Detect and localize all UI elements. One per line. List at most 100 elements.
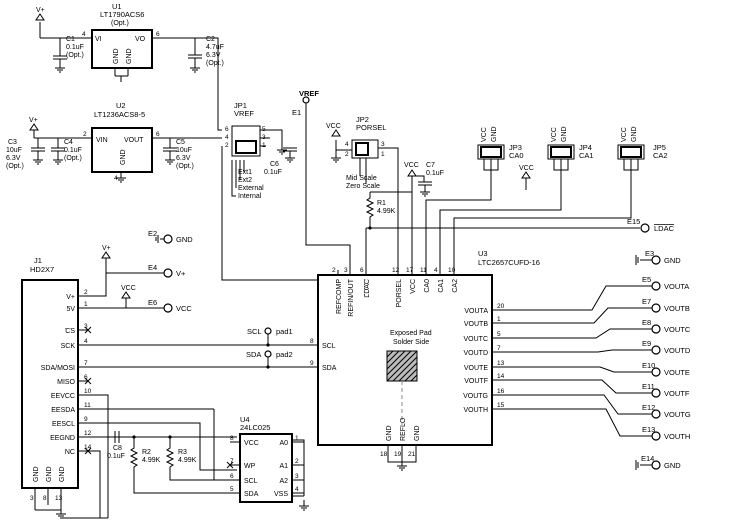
vout-terminals: E5VOUTAE7VOUTBE8VOUTCE9VOUTDE10VOUTEE11V… (492, 275, 691, 441)
u3-top-num: 4 (434, 267, 438, 274)
j1-bnum-2: 8 (43, 495, 47, 502)
u4-ref: U4 (240, 415, 250, 424)
j1-bnum-3: 13 (55, 495, 63, 502)
j1-pin-num: 6 (84, 374, 88, 381)
j1-pin-num: 11 (84, 402, 91, 409)
jp1-opt-internal: Internal (238, 193, 262, 200)
j1-pin-num: 1 (84, 301, 88, 308)
u3-top-label: PORSEL (396, 279, 403, 308)
u3-bottom-num: 19 (394, 451, 402, 458)
jp2-p3: 3 (381, 141, 385, 148)
svg-text:VCC: VCC (481, 127, 488, 142)
u4-part: 24LC025 (240, 423, 270, 432)
u2-p6: 6 (156, 131, 160, 138)
j1-part: HD2X7 (30, 265, 54, 274)
u3-top-label: CA2 (452, 279, 459, 293)
e14-ref: E14 (641, 454, 654, 463)
u1-gnd2: GND (126, 48, 133, 64)
u1-vo: VO (135, 36, 146, 43)
u1-vplus: V+ (36, 7, 45, 14)
e4-ref: E4 (148, 263, 157, 272)
jp2-opt-zero: Zero Scale (346, 183, 380, 190)
vout-terminal (651, 409, 661, 419)
vref-label: VREF (299, 89, 319, 98)
u3-right-num: 16 (497, 388, 505, 395)
u3-top-num: 10 (448, 267, 456, 274)
j1-pin-label: 5V (66, 306, 75, 313)
u4-left-label: SCL (244, 478, 258, 485)
j1-pin-label: V+ (66, 294, 75, 301)
vout-terminal (651, 345, 661, 355)
vout-ref: E11 (642, 382, 655, 391)
jp4-jumper: VCC GND JP4 CA1 (547, 126, 594, 160)
j1-pin-label: EEVCC (51, 393, 75, 400)
j1-pin-label: NC (65, 449, 75, 456)
u1-vi: VI (95, 36, 102, 43)
j1-gnd-2: GND (46, 466, 53, 482)
c8-ref: C8 (113, 445, 122, 452)
c6-ref: C6 (270, 161, 279, 168)
r2-ref: R2 (142, 449, 151, 456)
u4-right-num: 2 (295, 458, 299, 465)
u4-left-num: 5 (230, 486, 234, 493)
u3-vcc-net: VCC (404, 162, 419, 169)
r3-ref: R3 (178, 449, 187, 456)
u3-top-label: VCC (410, 279, 417, 294)
u3-right-label: VOUTF (464, 378, 488, 385)
u3-bottom-num: 21 (408, 451, 416, 458)
jp4-ref: JP4 (579, 143, 592, 152)
j1-pin-label: EESCL (52, 421, 75, 428)
u4-left-num: 7 (230, 458, 234, 465)
vout-net: VOUTD (664, 346, 691, 355)
u3-pad-2: Solder Side (393, 339, 429, 346)
j1-pin-num: 12 (84, 430, 92, 437)
j1-pin-num: 10 (84, 388, 92, 395)
c5-opt: (Opt.) (176, 163, 194, 170)
u3-right-num: 15 (497, 402, 505, 409)
u3-bottom-label: GND (414, 425, 421, 441)
svg-text:2: 2 (225, 142, 229, 149)
e3-net: GND (664, 256, 681, 265)
u3-top-num: 12 (392, 267, 400, 274)
u3-left-num: 9 (310, 360, 314, 367)
u1-p6: 6 (156, 31, 160, 38)
jp3-jumper: VCC GND JP3 CA0 (477, 126, 524, 160)
c5-ref: C5 (176, 139, 185, 146)
u3-top-num: 11 (420, 267, 427, 274)
u4-right-label: A0 (279, 440, 288, 447)
jp2-jumper: JP2 PORSEL 4 2 3 1 Mid Scale Zero Scale (345, 115, 386, 190)
vout-net: VOUTB (664, 304, 690, 313)
vout-ref: E7 (642, 297, 651, 306)
u3-top-num: 6 (360, 267, 364, 274)
u3-right-label: VOUTA (464, 308, 488, 315)
u3-part: LTC2657CUFD-16 (478, 258, 540, 267)
u1-part: LT1790ACS6 (100, 10, 144, 19)
vout-net: VOUTF (664, 389, 690, 398)
u4-left-label: SDA (244, 491, 259, 498)
r2-val: 4.99K (142, 457, 161, 464)
u4-eeprom: U4 24LC025 (239, 415, 293, 503)
u4-right-label: A2 (279, 478, 288, 485)
j1-pin-num: 7 (84, 360, 88, 367)
c2-v: 6.3V (206, 52, 221, 59)
u2-vplus: V+ (29, 117, 38, 124)
u3-top-label: CA0 (424, 279, 431, 293)
j1-pins: V+25V1CS3SCK4SDA/MOSI7MISO6EEVCC10EESDA1… (41, 289, 92, 456)
r3-val: 4.99K (178, 457, 197, 464)
jp1-opt-external: External (238, 185, 264, 192)
e3-ref: E3 (645, 249, 654, 258)
c1-val: 0.1uF (66, 44, 84, 51)
e6-ref: E6 (148, 298, 157, 307)
u3-top-num: 3 (344, 267, 348, 274)
vout-terminal (651, 367, 661, 377)
u3-bottom-num: 18 (380, 451, 388, 458)
svg-text:4: 4 (225, 134, 229, 141)
u2-vout: VOUT (124, 137, 144, 144)
jp2-ref: JP2 (356, 115, 369, 124)
vout-ref: E13 (642, 425, 655, 434)
c7-val: 0.1uF (426, 170, 444, 177)
j1-pin-num: 9 (84, 416, 88, 423)
u3-right-label: VOUTH (464, 407, 489, 414)
u2-vin: VIN (96, 137, 108, 144)
